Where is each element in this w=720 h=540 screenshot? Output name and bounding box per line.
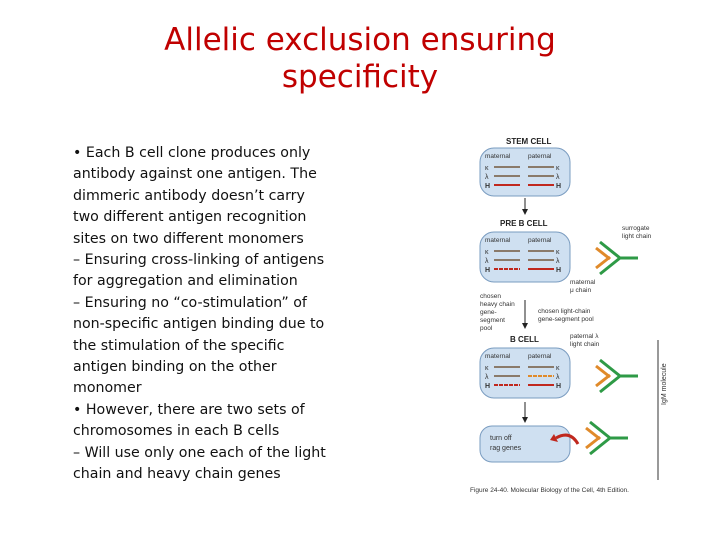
figure-svg: STEM CELL maternal paternal κ λ H κ λ H … bbox=[470, 137, 668, 494]
heavy-label: H bbox=[556, 383, 561, 390]
igm-molecule-icon bbox=[595, 358, 638, 394]
body-line: two different antigen recognition bbox=[73, 209, 307, 226]
body-line: for aggregation and elimination bbox=[73, 273, 298, 290]
chosen-light-label: gene-segment pool bbox=[538, 316, 594, 323]
maternal-label: maternal bbox=[485, 237, 511, 244]
body-line: dimmeric antibody doesn’t carry bbox=[73, 187, 305, 204]
body-line: – Will use only one each of the light bbox=[73, 444, 326, 461]
kappa-label: κ bbox=[485, 365, 489, 372]
surrogate-label: light chain bbox=[622, 233, 652, 240]
body-line: the stimulation of the specific bbox=[73, 337, 285, 354]
body-line: sites on two different monomers bbox=[73, 230, 304, 247]
kappa-label: κ bbox=[556, 249, 560, 256]
pre-b-receptor-icon bbox=[595, 240, 638, 276]
surrogate-label: surrogate bbox=[622, 225, 650, 232]
body-line: – Ensuring cross-linking of antigens bbox=[73, 252, 325, 269]
chosen-heavy-label: heavy chain bbox=[480, 301, 515, 308]
b-cell-label: B CELL bbox=[510, 335, 539, 344]
lambda-label: λ bbox=[485, 258, 489, 265]
body-text: • Each B cell clone produces only antibo… bbox=[73, 143, 348, 486]
pre-b-cell-label: PRE B CELL bbox=[500, 219, 548, 228]
paternal-lambda-label: light chain bbox=[570, 341, 600, 348]
chosen-light-label: chosen light-chain bbox=[538, 308, 591, 315]
body-line: antigen binding on the other bbox=[73, 359, 277, 376]
heavy-label: H bbox=[556, 267, 561, 274]
final-cell-box bbox=[479, 425, 571, 463]
maternal-label: maternal bbox=[485, 153, 511, 160]
chosen-heavy-label: gene- bbox=[480, 309, 497, 316]
lambda-label: λ bbox=[485, 374, 489, 381]
body-line: chromosomes in each B cells bbox=[73, 423, 280, 440]
chosen-heavy-label: pool bbox=[480, 325, 493, 332]
lambda-label: λ bbox=[556, 174, 560, 181]
turn-off-label: turn off bbox=[490, 435, 512, 442]
igm-molecule-label: IgM molecule bbox=[661, 363, 668, 405]
paternal-lambda-label: paternal λ bbox=[570, 333, 599, 340]
body-line: antibody against one antigen. The bbox=[73, 166, 317, 183]
turn-off-label: rag genes bbox=[490, 445, 522, 452]
body-line: chain and heavy chain genes bbox=[73, 466, 281, 483]
paternal-label: paternal bbox=[528, 237, 552, 244]
kappa-label: κ bbox=[485, 249, 489, 256]
figure-caption: Figure 24-40. Molecular Biology of the C… bbox=[470, 487, 629, 494]
lambda-label: λ bbox=[556, 258, 560, 265]
feedback-arrowhead-icon bbox=[550, 434, 558, 442]
heavy-label: H bbox=[556, 183, 561, 190]
lambda-label: λ bbox=[485, 174, 489, 181]
paternal-label: paternal bbox=[528, 153, 552, 160]
allelic-exclusion-figure: STEM CELL maternal paternal κ λ H κ λ H … bbox=[470, 130, 715, 500]
lambda-label: λ bbox=[556, 374, 560, 381]
kappa-label: κ bbox=[556, 365, 560, 372]
body-line: • However, there are two sets of bbox=[73, 401, 305, 418]
slide-title-line: specificity bbox=[281, 59, 439, 96]
body-line: • Each B cell clone produces only bbox=[73, 145, 311, 161]
kappa-label: κ bbox=[485, 165, 489, 172]
maternal-mu-label: maternal bbox=[570, 279, 596, 286]
stem-cell-label: STEM CELL bbox=[506, 137, 551, 146]
chosen-heavy-label: segment bbox=[480, 317, 505, 324]
heavy-label: H bbox=[485, 383, 490, 390]
paternal-label: paternal bbox=[528, 353, 552, 360]
slide-title-line: Allelic exclusion ensuring bbox=[164, 22, 556, 58]
body-line: monomer bbox=[73, 380, 142, 397]
maternal-mu-label: μ chain bbox=[570, 287, 591, 294]
body-line: non-specific antigen binding due to bbox=[73, 316, 325, 333]
chosen-heavy-label: chosen bbox=[480, 293, 501, 300]
maternal-label: maternal bbox=[485, 353, 511, 360]
feedback-arrow-icon bbox=[555, 433, 580, 445]
body-line: – Ensuring no “co-stimulation” of bbox=[73, 294, 307, 311]
kappa-label: κ bbox=[556, 165, 560, 172]
slide-title: Allelic exclusion ensuring specificity bbox=[0, 22, 720, 96]
final-igm-icon bbox=[585, 420, 628, 456]
heavy-label: H bbox=[485, 267, 490, 274]
heavy-label: H bbox=[485, 183, 490, 190]
